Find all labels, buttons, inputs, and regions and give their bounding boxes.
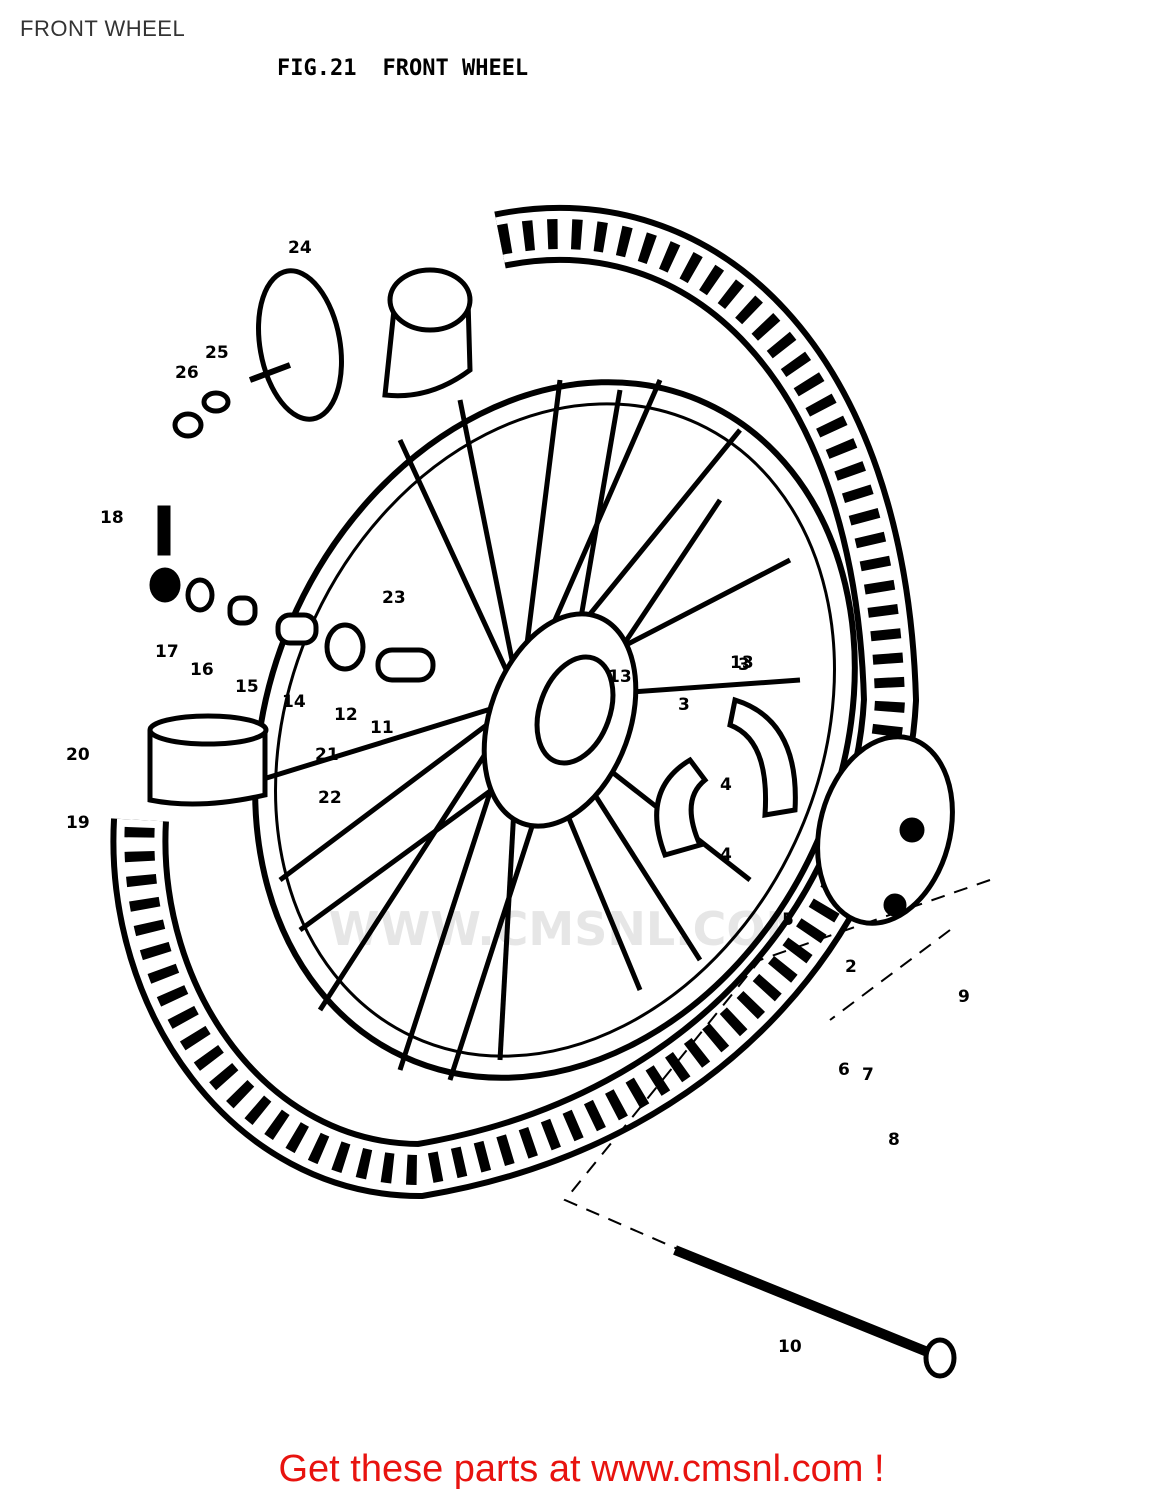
axle-spacers (149, 505, 436, 683)
figure-title: FIG.21 FRONT WHEEL (277, 56, 554, 81)
speedometer-gear (172, 268, 344, 439)
callout-26: 26 (175, 363, 199, 383)
callout-8: 8 (888, 1130, 900, 1150)
callout-15: 15 (235, 677, 259, 697)
callout-7: 7 (862, 1065, 874, 1085)
inner-tube (147, 713, 269, 807)
axle (673, 1245, 957, 1379)
brake-panel (815, 734, 955, 926)
callout-12: 12 (334, 705, 358, 725)
callout-13a: 13 (608, 667, 632, 687)
callout-16: 16 (190, 660, 214, 680)
callout-4b: 4 (720, 845, 732, 865)
callout-3b: 3 (738, 655, 750, 675)
callout-11: 11 (370, 718, 394, 738)
callout-20: 20 (66, 745, 90, 765)
get-parts-link[interactable]: Get these parts at www.cmsnl.com ! (278, 1448, 885, 1490)
figure-number: FIG.21 (277, 56, 357, 81)
figure-caption: FRONT WHEEL (382, 56, 529, 81)
rim-band (382, 267, 473, 399)
callout-17: 17 (155, 642, 179, 662)
part-callouts: 2 3 3 4 4 5 6 7 8 9 10 11 12 13 13 14 15… (66, 238, 970, 1357)
callout-21: 21 (315, 745, 339, 765)
callout-3a: 3 (678, 695, 690, 715)
callout-25: 25 (205, 343, 229, 363)
hub (481, 611, 639, 829)
callout-5: 5 (782, 910, 794, 930)
callout-6: 6 (838, 1060, 850, 1080)
callout-23: 23 (382, 588, 406, 608)
leader-lines (563, 879, 991, 1251)
callout-9: 9 (958, 987, 970, 1007)
callout-13b: 13 (730, 653, 754, 673)
callout-22: 22 (318, 788, 342, 808)
callout-24: 24 (288, 238, 312, 258)
callout-19: 19 (66, 813, 90, 833)
tire (110, 204, 920, 1200)
watermark-text: WWW.CMSNL.COM (329, 902, 812, 956)
brake-shoes (654, 696, 798, 859)
callout-14: 14 (282, 692, 306, 712)
callout-2: 2 (845, 957, 857, 977)
page-heading: FRONT WHEEL (20, 16, 186, 41)
callout-18: 18 (100, 508, 124, 528)
callout-10: 10 (778, 1337, 802, 1357)
callout-4a: 4 (720, 775, 732, 795)
